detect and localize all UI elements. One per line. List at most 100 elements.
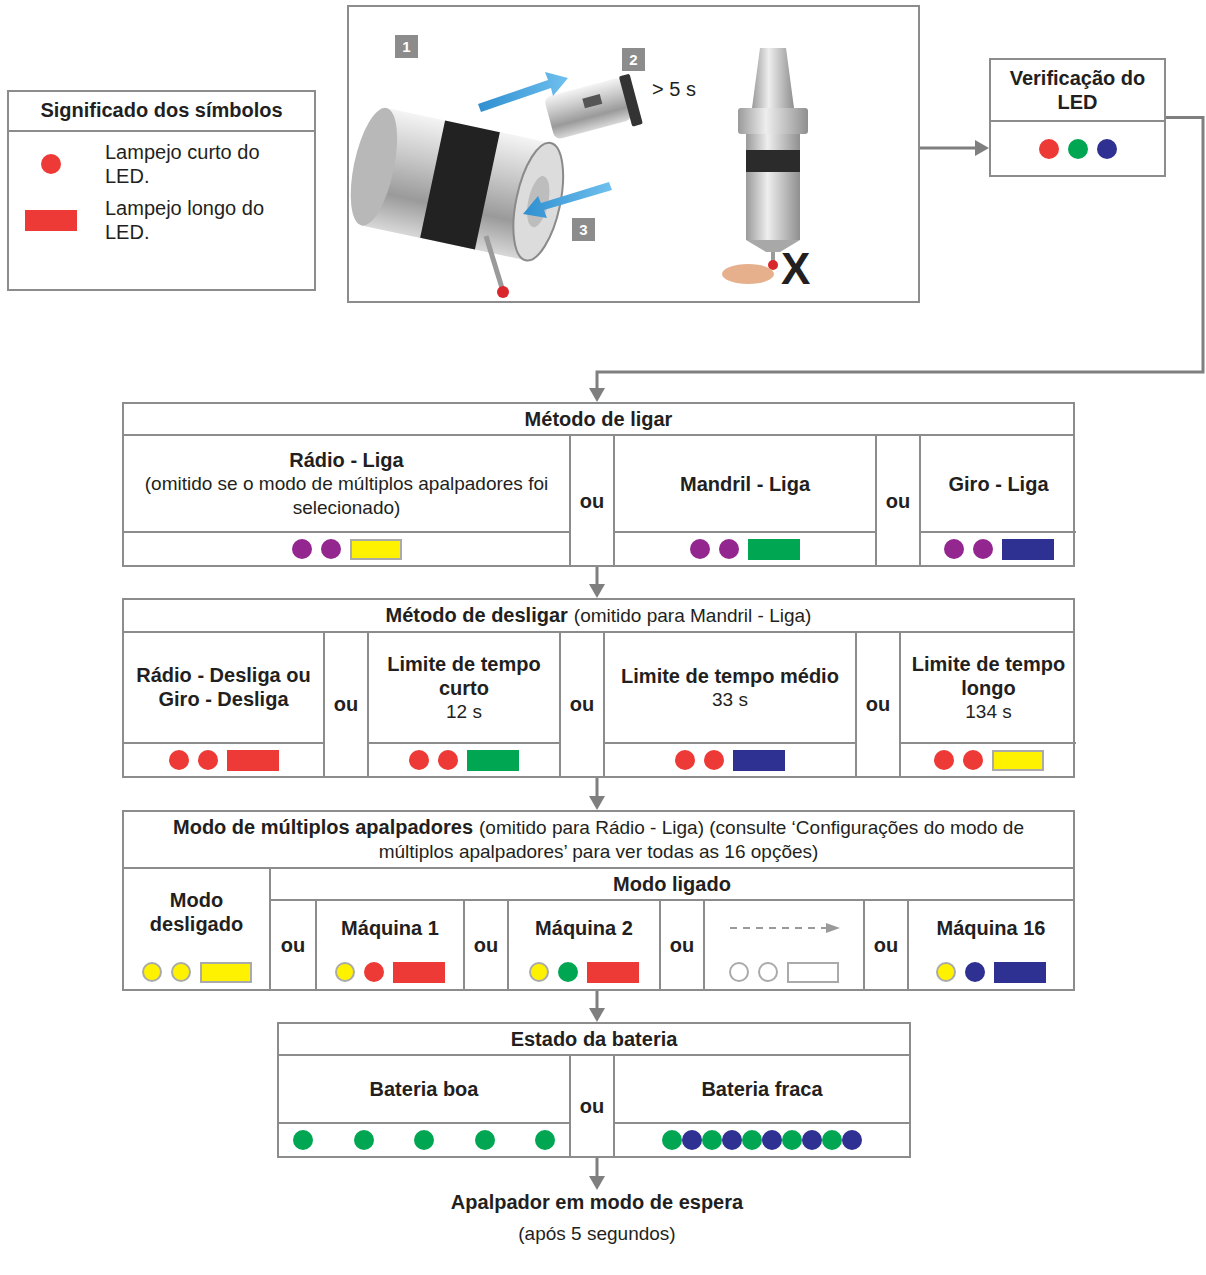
or-label: ou bbox=[580, 489, 604, 513]
led-sequence bbox=[605, 742, 855, 776]
short-flash bbox=[335, 962, 355, 982]
or-cell: ou bbox=[559, 633, 603, 776]
legend-box: Significado dos símbolosLampejo curto do… bbox=[7, 90, 316, 291]
short-flash bbox=[758, 962, 778, 982]
long-flash bbox=[994, 962, 1046, 983]
section-title: Estado da bateria bbox=[511, 1028, 678, 1050]
or-cell: ou bbox=[271, 901, 315, 990]
short-flash bbox=[682, 1130, 702, 1150]
led-sequence bbox=[124, 955, 269, 989]
short-flash bbox=[438, 750, 458, 770]
end-note: (após 5 segundos) bbox=[451, 1222, 743, 1246]
arrow-head bbox=[975, 140, 989, 156]
connector-line bbox=[596, 991, 599, 1008]
section-note: (omitido para Rádio - Liga) (consulte ‘C… bbox=[379, 817, 1024, 862]
short-flash bbox=[690, 539, 710, 559]
option-name: Modo desligado bbox=[132, 888, 261, 936]
or-cell: ou bbox=[569, 436, 613, 565]
short-flash bbox=[963, 750, 983, 770]
long-flash bbox=[992, 750, 1044, 771]
short-flash bbox=[364, 962, 384, 982]
insert-arrow bbox=[523, 182, 612, 218]
short-flash bbox=[558, 962, 578, 982]
connector bbox=[589, 1158, 605, 1190]
short-flash bbox=[409, 750, 429, 770]
cell-text: Máquina 16 bbox=[909, 901, 1073, 956]
long-flash bbox=[1002, 539, 1054, 560]
led-sequence bbox=[991, 122, 1164, 175]
stylus-ball bbox=[497, 286, 509, 298]
short-flash bbox=[802, 1130, 822, 1150]
short-flash bbox=[169, 750, 189, 770]
led-sequence bbox=[705, 955, 863, 989]
callout-number: 2 bbox=[629, 51, 637, 68]
option-note: 134 s bbox=[965, 700, 1011, 724]
option-note: 33 s bbox=[712, 688, 748, 712]
long-flash bbox=[393, 962, 445, 983]
legend-head: Significado dos símbolos bbox=[9, 92, 314, 132]
section-note: (omitido para Mandril - Liga) bbox=[574, 605, 812, 626]
led-sequence bbox=[921, 531, 1076, 565]
cell-text: Giro - Liga bbox=[921, 436, 1076, 531]
cell-text: Máquina 2 bbox=[509, 901, 659, 956]
option-name: Máquina 16 bbox=[937, 916, 1046, 940]
or-label: ou bbox=[886, 489, 910, 513]
probe-in-holder bbox=[738, 48, 808, 270]
led-sequence bbox=[615, 1122, 909, 1156]
legend-title: Significado dos símbolos bbox=[17, 98, 306, 122]
option-cell: Limite de tempo médio33 s bbox=[603, 633, 855, 776]
or-label: ou bbox=[570, 692, 594, 716]
connector-line bbox=[596, 778, 599, 796]
option-note: 12 s bbox=[446, 700, 482, 724]
flow-section: Método de ligarRádio - Liga(omitido se o… bbox=[122, 402, 1075, 567]
short-flash bbox=[973, 539, 993, 559]
short-flash bbox=[171, 962, 191, 982]
short-flash bbox=[934, 750, 954, 770]
legend-text: Lampejo curto do LED. bbox=[105, 140, 304, 188]
option-name: Limite de tempo curto bbox=[377, 652, 551, 700]
short-flash bbox=[944, 539, 964, 559]
group-cell: Modo ligadoouMáquina 1ouMáquina 2ououMáq… bbox=[269, 869, 1073, 990]
legend-entry: Lampejo longo do LED. bbox=[9, 188, 314, 244]
long-flash bbox=[200, 962, 252, 983]
option-name: Rádio - Liga bbox=[289, 448, 403, 472]
or-cell: ou bbox=[659, 901, 703, 990]
end-state: Apalpador em modo de espera(após 5 segun… bbox=[451, 1190, 743, 1246]
option-cell: Mandril - Liga bbox=[613, 436, 875, 565]
short-flash bbox=[704, 750, 724, 770]
do-not-touch-mark: X bbox=[781, 243, 810, 296]
short-flash bbox=[842, 1130, 862, 1150]
connector-line bbox=[596, 567, 599, 584]
section-head: Método de desligar(omitido para Mandril … bbox=[124, 600, 1073, 633]
illustration-frame: > 5 sX123 bbox=[347, 5, 920, 303]
callout-box: 3 bbox=[572, 218, 595, 241]
or-cell: ou bbox=[863, 901, 907, 990]
option-cell: Máquina 2 bbox=[507, 901, 659, 990]
led-sequence bbox=[369, 742, 559, 776]
short-flash bbox=[742, 1130, 762, 1150]
short-flash bbox=[965, 962, 985, 982]
short-flash bbox=[475, 1130, 495, 1150]
flow-section: Modo de múltiplos apalpadores(omitido pa… bbox=[122, 810, 1075, 991]
short-flash bbox=[719, 539, 739, 559]
option-name: Limite de tempo longo bbox=[909, 652, 1068, 700]
arrow-head bbox=[589, 584, 605, 598]
connector bbox=[589, 991, 605, 1022]
short-flash bbox=[722, 1130, 742, 1150]
option-name: Limite de tempo médio bbox=[621, 664, 839, 688]
or-cell: ou bbox=[463, 901, 507, 990]
led-sequence bbox=[124, 531, 569, 565]
long-flash bbox=[227, 750, 279, 771]
option-name: Bateria boa bbox=[370, 1077, 479, 1101]
group-title: Modo ligado bbox=[277, 872, 1067, 896]
led-sequence bbox=[909, 955, 1073, 989]
short-flash bbox=[702, 1130, 722, 1150]
section-head: Estado da bateria bbox=[279, 1024, 909, 1056]
short-flash bbox=[1068, 139, 1088, 159]
led-sequence bbox=[615, 531, 875, 565]
option-name: Rádio - Desliga ou Giro - Desliga bbox=[132, 663, 315, 711]
insert-arrow bbox=[478, 72, 568, 112]
time-note: > 5 s bbox=[652, 77, 696, 102]
dashed-arrow bbox=[724, 921, 844, 935]
option-cell: Rádio - Desliga ou Giro - Desliga bbox=[124, 633, 323, 776]
